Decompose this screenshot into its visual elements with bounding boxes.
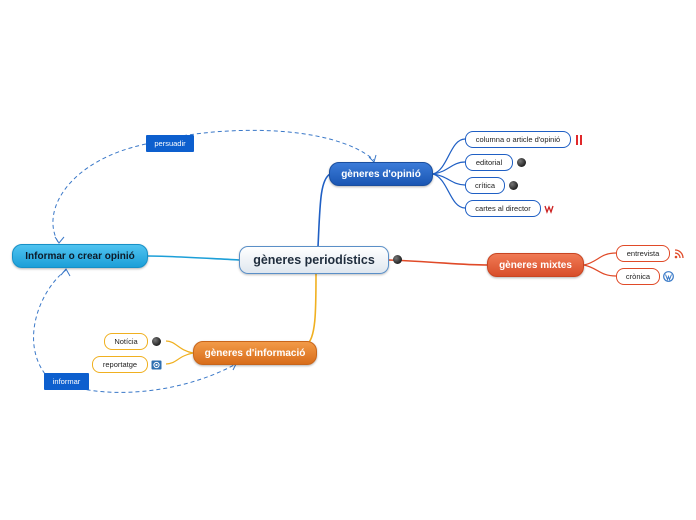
wordpress-icon[interactable] bbox=[663, 271, 674, 282]
node-columna-article[interactable]: columna o article d'opinió bbox=[465, 131, 571, 148]
node-editorial[interactable]: editorial bbox=[465, 154, 513, 171]
relation-label-persuadir[interactable]: persuadir bbox=[146, 135, 194, 152]
globe-icon[interactable] bbox=[392, 254, 403, 265]
connector-central-informacio bbox=[305, 273, 317, 346]
rss-icon[interactable] bbox=[673, 248, 684, 259]
node-critica[interactable]: crítica bbox=[465, 177, 505, 194]
globe-icon[interactable] bbox=[508, 180, 519, 191]
node-noticia[interactable]: Notícia bbox=[104, 333, 148, 350]
connector-opinio-critica bbox=[432, 173, 466, 186]
pause-icon[interactable] bbox=[574, 134, 585, 145]
topic-informar-crear-opinio[interactable]: Informar o crear opinió bbox=[12, 244, 148, 268]
connector-opinio-cartes bbox=[432, 173, 466, 209]
branch-generes-mixtes[interactable]: gèneres mixtes bbox=[487, 253, 584, 277]
node-cronica[interactable]: crònica bbox=[616, 268, 660, 285]
node-cartes-director[interactable]: cartes al director bbox=[465, 200, 541, 217]
relation-start-arrow bbox=[60, 268, 71, 277]
branch-generes-opinio[interactable]: gèneres d'opinió bbox=[329, 162, 433, 186]
wiki-icon[interactable] bbox=[544, 203, 555, 214]
connector-opinio-editorial bbox=[432, 161, 466, 175]
central-topic[interactable]: gèneres periodístics bbox=[239, 246, 389, 274]
relation-start-arrow-2 bbox=[54, 236, 65, 244]
globe-icon[interactable] bbox=[151, 336, 162, 347]
screen-icon[interactable] bbox=[151, 359, 162, 370]
connector-central-mixtes bbox=[388, 259, 488, 266]
connector-informacio-reportatge bbox=[165, 352, 194, 365]
node-reportatge[interactable]: reportatge bbox=[92, 356, 148, 373]
relation-persuadir bbox=[52, 129, 375, 243]
connector-central-opinio bbox=[317, 173, 331, 248]
node-entrevista[interactable]: entrevista bbox=[616, 245, 670, 262]
relation-label-informar[interactable]: informar bbox=[44, 373, 89, 390]
connector-informacio-noticia bbox=[165, 340, 194, 354]
branch-generes-informacio[interactable]: gèneres d'informació bbox=[193, 341, 317, 365]
connector-mixtes-entrevista bbox=[583, 252, 617, 266]
connector-opinio-columna bbox=[432, 138, 466, 175]
connector-mixtes-cronica bbox=[583, 264, 617, 277]
connector-central-informar-crear bbox=[147, 255, 240, 261]
relation-persuadir-arrow bbox=[368, 154, 377, 163]
globe-icon[interactable] bbox=[516, 157, 527, 168]
